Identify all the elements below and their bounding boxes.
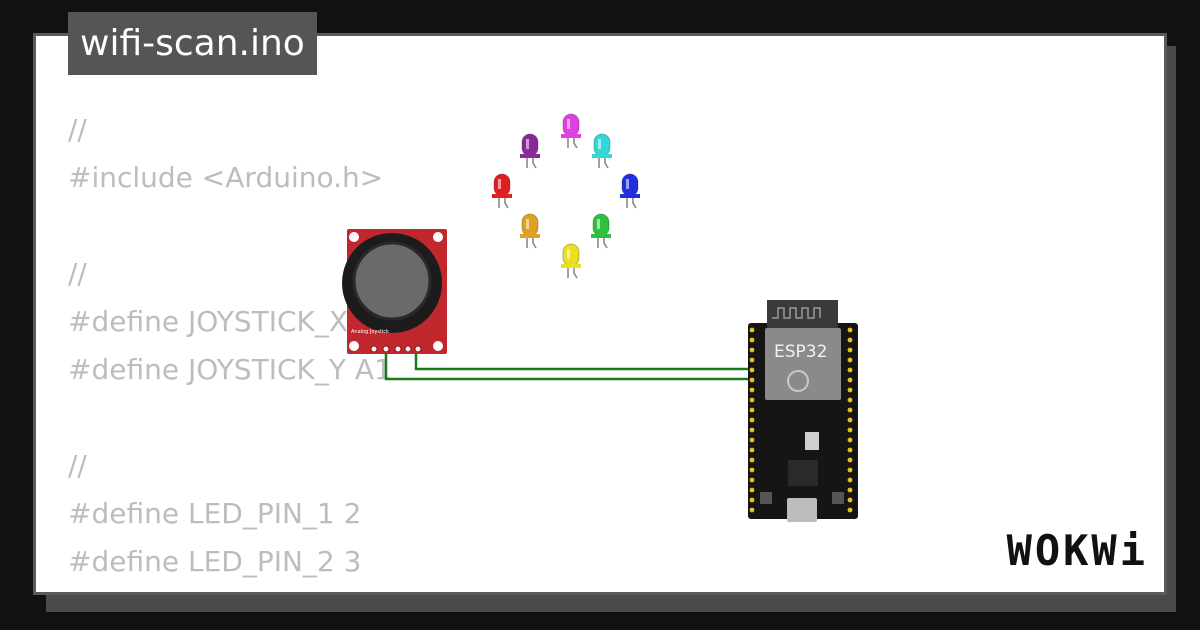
header-pin[interactable] — [847, 367, 853, 373]
header-pin[interactable] — [749, 437, 755, 443]
header-pin[interactable] — [749, 367, 755, 373]
led[interactable] — [492, 173, 512, 209]
header-pin[interactable] — [749, 337, 755, 343]
header-pin[interactable] — [847, 417, 853, 423]
esp32-shield — [765, 328, 841, 400]
header-pin[interactable] — [749, 457, 755, 463]
header-pin[interactable] — [847, 507, 853, 513]
header-pin[interactable] — [847, 467, 853, 473]
header-pin[interactable] — [749, 357, 755, 363]
header-pin[interactable] — [749, 387, 755, 393]
chip — [788, 460, 818, 486]
led[interactable] — [591, 213, 611, 249]
header-pin[interactable] — [749, 407, 755, 413]
espressif-logo-icon — [787, 370, 809, 392]
header-pin[interactable] — [847, 377, 853, 383]
led[interactable] — [561, 113, 581, 149]
wokwi-logo: WOKWi — [1006, 526, 1148, 575]
header-pin[interactable] — [749, 477, 755, 483]
header-pin[interactable] — [749, 447, 755, 453]
header-pin[interactable] — [749, 507, 755, 513]
header-pin[interactable] — [749, 347, 755, 353]
header-pin[interactable] — [749, 327, 755, 333]
header-pin[interactable] — [749, 397, 755, 403]
joystick-module[interactable]: Analog Joystick — [342, 229, 447, 354]
esp32-pins-right — [847, 327, 853, 513]
header-pin[interactable] — [749, 417, 755, 423]
led[interactable] — [561, 243, 581, 279]
code-line: // — [68, 257, 87, 290]
header-pin[interactable] — [749, 427, 755, 433]
joystick-label: Analog Joystick — [351, 329, 389, 335]
led[interactable] — [620, 173, 640, 209]
code-line: #define LED_PIN_2 3 — [68, 545, 362, 578]
header-pin[interactable] — [847, 347, 853, 353]
led-ring — [492, 113, 640, 279]
code-line: // — [68, 113, 87, 146]
header-pin[interactable] — [847, 427, 853, 433]
header-pin[interactable] — [749, 377, 755, 383]
header-pin[interactable] — [847, 497, 853, 503]
code-line: #define JOYSTICK_Y A1 — [68, 353, 392, 386]
header-pin[interactable] — [847, 487, 853, 493]
joystick-pins — [370, 345, 422, 353]
boot-button[interactable] — [832, 492, 844, 504]
wire-joystick-vry[interactable] — [414, 350, 752, 371]
code-line: #define LED_PIN_1 2 — [68, 497, 362, 530]
usb-port-icon — [787, 498, 817, 522]
wire-joystick-vrx[interactable] — [384, 350, 752, 381]
header-pin[interactable] — [847, 447, 853, 453]
header-pin[interactable] — [847, 407, 853, 413]
joystick-knob[interactable] — [352, 241, 432, 321]
header-pin[interactable] — [847, 387, 853, 393]
header-pin[interactable] — [847, 327, 853, 333]
header-pin[interactable] — [847, 477, 853, 483]
esp32-pins-left — [749, 327, 755, 513]
en-button[interactable] — [760, 492, 772, 504]
wires — [384, 350, 752, 381]
code-line: #include <Arduino.h> — [68, 161, 384, 194]
esp32-board[interactable]: ESP32 — [748, 300, 858, 522]
file-title: wifi-scan.ino — [68, 12, 317, 75]
header-pin[interactable] — [847, 457, 853, 463]
led[interactable] — [520, 213, 540, 249]
header-pin[interactable] — [847, 337, 853, 343]
header-pin[interactable] — [749, 497, 755, 503]
code-line: // — [68, 449, 87, 482]
led[interactable] — [520, 133, 540, 169]
header-pin[interactable] — [847, 437, 853, 443]
led[interactable] — [592, 133, 612, 169]
header-pin[interactable] — [847, 357, 853, 363]
header-pin[interactable] — [749, 467, 755, 473]
esp32-label: ESP32 — [774, 342, 827, 362]
header-pin[interactable] — [749, 487, 755, 493]
header-pin[interactable] — [847, 397, 853, 403]
